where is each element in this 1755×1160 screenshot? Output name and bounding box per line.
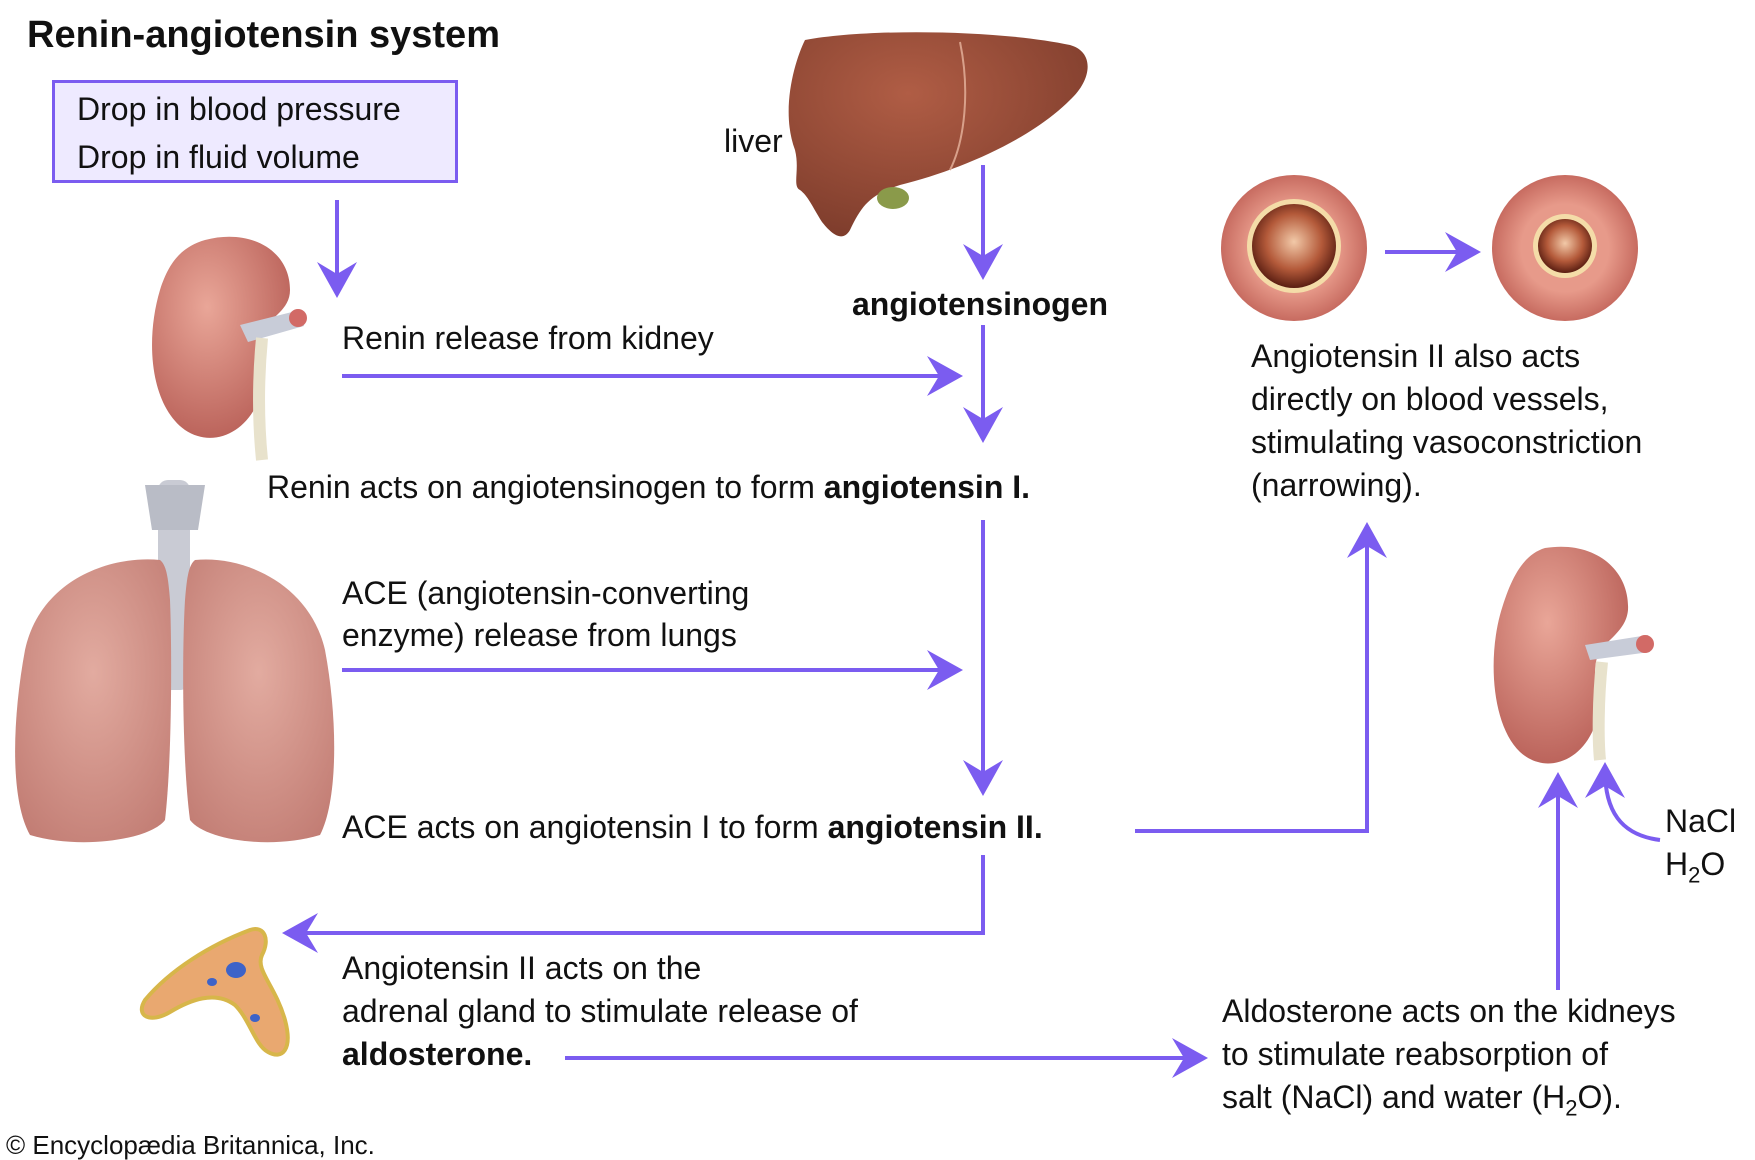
vessels-line2: directly on blood vessels,: [1251, 381, 1609, 417]
arrow-nacl-h2o-into-kidney: [1585, 762, 1661, 842]
trigger-line-blood-pressure: Drop in blood pressure: [77, 91, 401, 127]
ace-acts-label: ACE acts on angiotensin I to form angiot…: [342, 806, 1043, 848]
angiotensinogen-label: angiotensinogen: [852, 286, 1108, 322]
ace-release-line2: enzyme) release from lungs: [342, 617, 737, 653]
adrenal-line2: adrenal gland to stimulate release of: [342, 993, 858, 1029]
adrenal-gland-illustration: [139, 927, 290, 1057]
aldosterone-term: aldosterone.: [342, 1036, 533, 1072]
kidney-illustration-right: [1493, 546, 1654, 764]
angiotensin-ii-term: angiotensin II.: [827, 809, 1043, 845]
h2o-sub: 2: [1688, 862, 1701, 888]
blood-vessel-narrow: [1492, 175, 1638, 321]
kidney-action-line3-sub: 2: [1565, 1095, 1578, 1121]
kidney-illustration-left: [152, 236, 307, 461]
liver-label: liver: [724, 123, 783, 159]
vessels-line4: (narrowing).: [1251, 467, 1422, 503]
ace-release-line1: ACE (angiotensin-converting: [342, 575, 750, 611]
kidney-action-line3: salt (NaCl) and water (H2O).: [1222, 1076, 1622, 1129]
arrow-angiotensin-ii-to-adrenal: [282, 855, 985, 953]
angiotensin-i-term: angiotensin I.: [823, 469, 1031, 505]
h2o-label: H2O: [1665, 843, 1725, 896]
kidney-action-line1: Aldosterone acts on the kidneys: [1222, 993, 1676, 1029]
blood-vessel-wide: [1221, 175, 1367, 321]
adrenal-line1: Angiotensin II acts on the: [342, 950, 702, 986]
renin-acts-text: Renin acts on angiotensinogen to form: [267, 469, 824, 505]
renin-release-label: Renin release from kidney: [342, 320, 714, 356]
arrow-angiotensin-ii-to-vessels: [1135, 522, 1387, 833]
kidney-action-line3-pre: salt (NaCl) and water (H: [1222, 1079, 1566, 1115]
kidney-action-line2: to stimulate reabsorption of: [1222, 1036, 1608, 1072]
h2o-pre: H: [1665, 846, 1689, 882]
renin-acts-label: Renin acts on angiotensinogen to form an…: [267, 466, 1030, 508]
copyright-credit: © Encyclopædia Britannica, Inc.: [6, 1130, 375, 1160]
h2o-post: O: [1700, 846, 1726, 882]
nacl-label: NaCl: [1665, 803, 1737, 839]
vessels-line3: stimulating vasoconstriction: [1251, 424, 1643, 460]
trigger-line-fluid-volume: Drop in fluid volume: [77, 139, 360, 175]
liver-illustration: [788, 32, 1088, 237]
lungs-illustration: [15, 480, 335, 843]
trigger-box: Drop in blood pressure Drop in fluid vol…: [52, 80, 458, 183]
vessels-line1: Angiotensin II also acts: [1251, 338, 1581, 374]
kidney-action-line3-post: O).: [1577, 1079, 1622, 1115]
diagram-title: Renin-angiotensin system: [27, 14, 500, 56]
ace-acts-text: ACE acts on angiotensin I to form: [342, 809, 828, 845]
